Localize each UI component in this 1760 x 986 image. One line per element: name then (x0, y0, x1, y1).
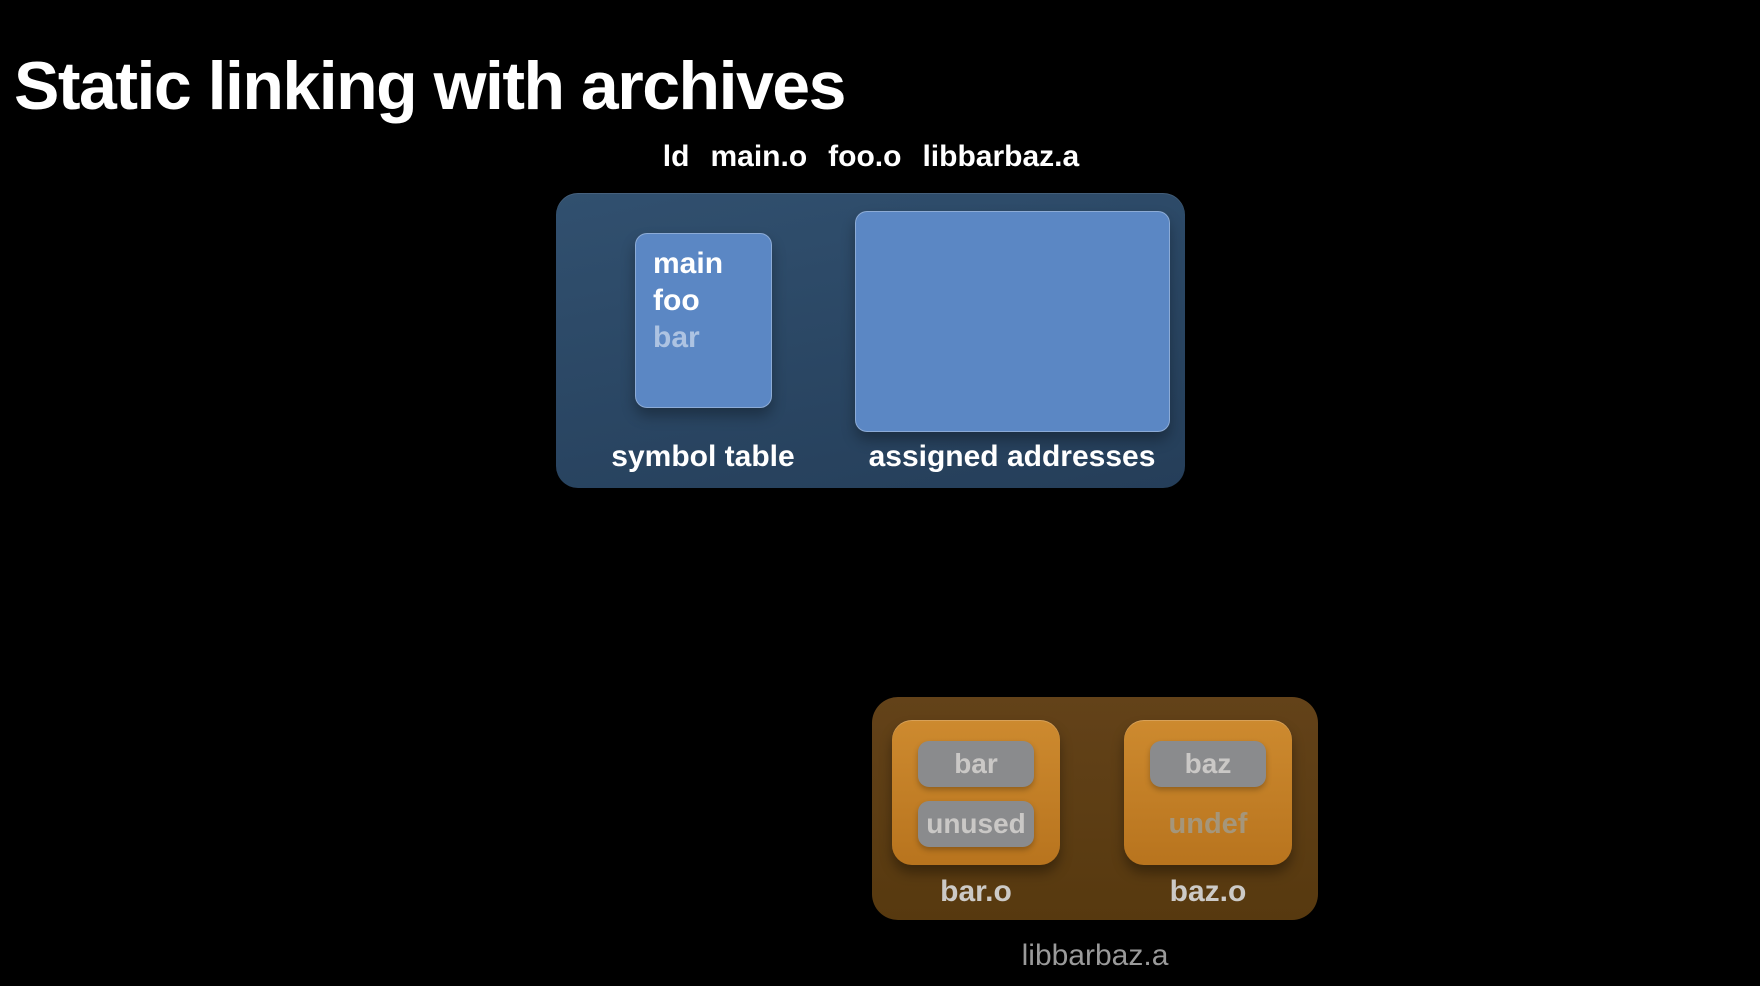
linker-command: ld main.o foo.o libbarbaz.a (556, 140, 1186, 174)
symbol-table-label: symbol table (611, 440, 795, 473)
symbol-entry-main: main (653, 247, 724, 280)
member-label-bar-o: bar.o (940, 875, 1012, 908)
symbol-entry-foo: foo (653, 284, 700, 317)
archive-container: bar unused baz undef bar.o baz.o (872, 697, 1318, 920)
command-token-ld: ld (662, 140, 690, 173)
symbol-entry-bar: bar (653, 321, 700, 354)
archive-member-baz-o: baz undef (1124, 720, 1292, 865)
undef-symbol-text: undef (1168, 808, 1248, 840)
assigned-addresses-label: assigned addresses (868, 440, 1156, 473)
command-token-libbarbaz-a: libbarbaz.a (922, 140, 1080, 173)
slide-title: Static linking with archives (14, 47, 846, 124)
linker-state-container: main foo bar symbol table assigned addre… (556, 193, 1185, 488)
command-token-main-o: main.o (710, 140, 808, 173)
assigned-addresses-box (855, 211, 1170, 432)
archive-caption: libbarbaz.a (1021, 939, 1169, 972)
symbol-chip-unused: unused (918, 801, 1034, 847)
member-label-baz-o: baz.o (1169, 875, 1247, 908)
symbol-chip-baz: baz (1150, 741, 1266, 787)
symbol-table-box: main foo bar (635, 233, 772, 408)
archive-member-bar-o: bar unused (892, 720, 1060, 865)
symbol-chip-bar: bar (918, 741, 1034, 787)
command-token-foo-o: foo.o (828, 140, 902, 173)
